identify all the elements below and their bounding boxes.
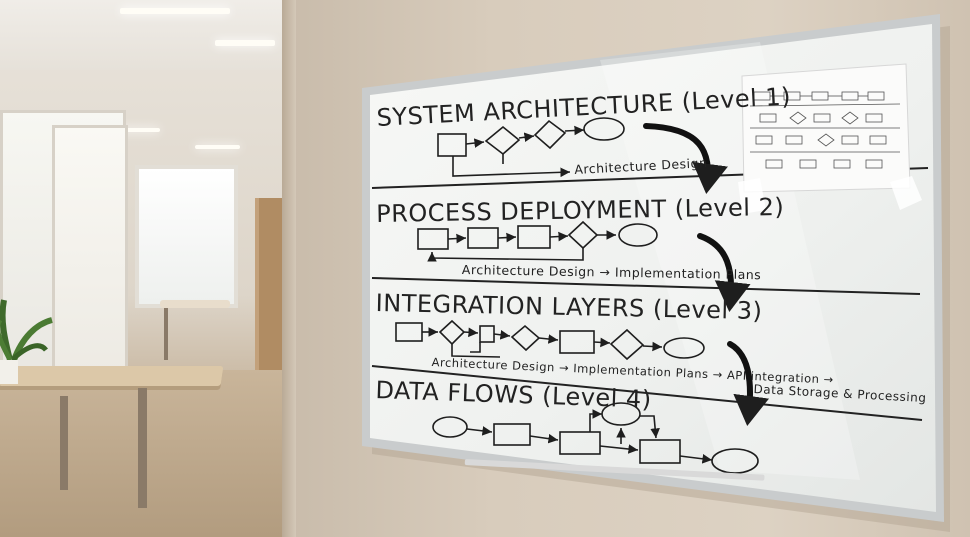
table-leg: [60, 396, 68, 490]
door: [255, 198, 287, 383]
table-leg: [138, 388, 147, 508]
window: [135, 165, 238, 308]
office-background: [0, 0, 290, 537]
glass-partition: [52, 125, 128, 411]
side-desk: [160, 300, 230, 308]
ceiling-light: [100, 128, 160, 132]
potted-plant: [0, 299, 53, 384]
ceiling-light: [120, 8, 230, 14]
ceiling-light: [215, 40, 275, 46]
desk-leg: [164, 308, 168, 360]
ceiling-light: [195, 145, 240, 149]
wall-corner: [282, 0, 296, 537]
